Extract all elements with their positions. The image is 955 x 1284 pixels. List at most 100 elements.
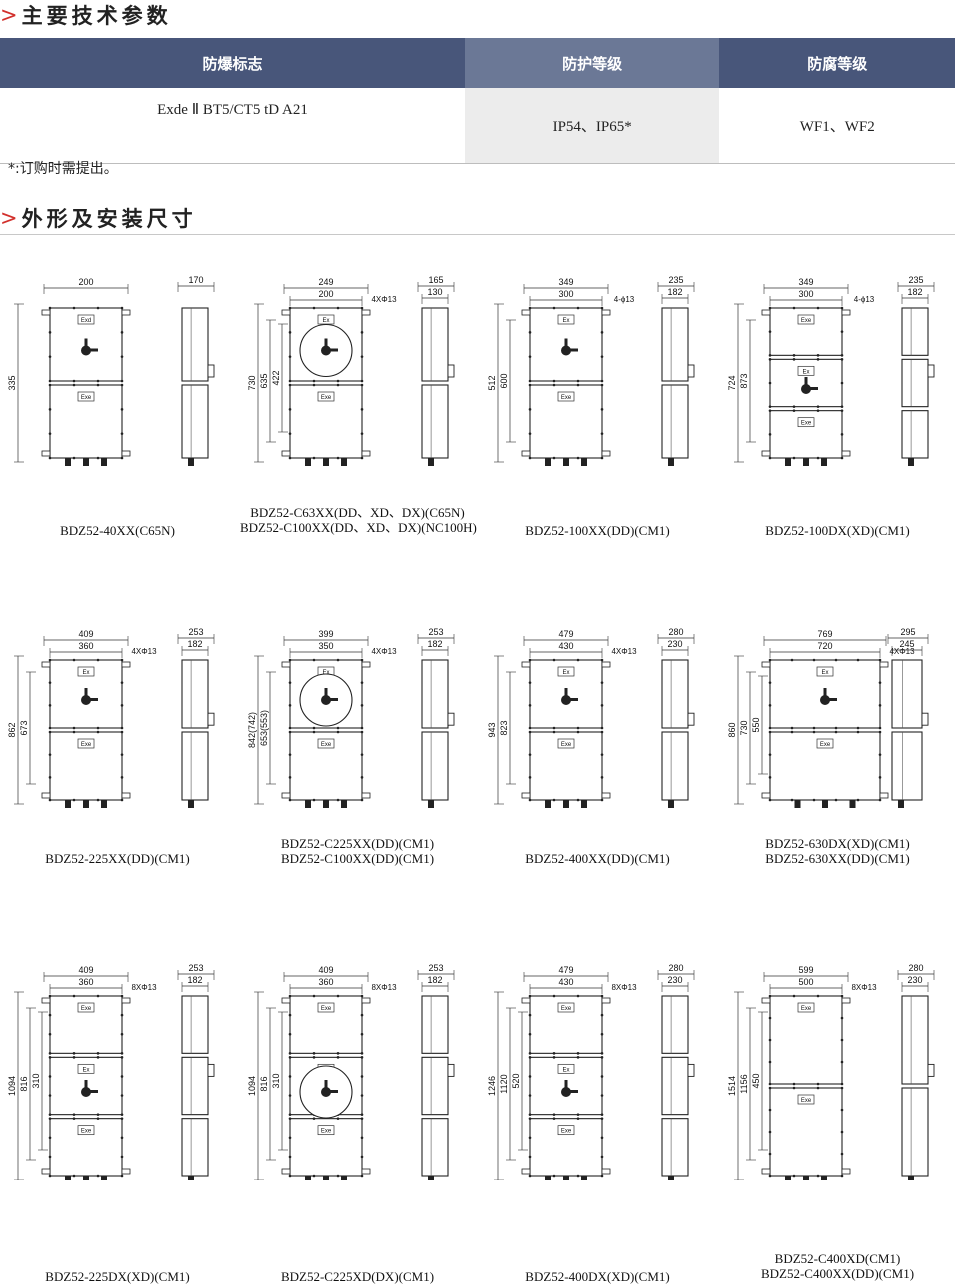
drawing-caption: BDZ52-225XX(DD)(CM1) xyxy=(45,851,190,866)
dimension-label: 230 xyxy=(667,639,682,649)
bolt-icon xyxy=(840,354,844,357)
mounting-hole-label: 4-ϕ13 xyxy=(854,295,875,304)
side-view-section xyxy=(661,995,689,1054)
mounting-foot xyxy=(601,450,611,457)
dimension-label: 310 xyxy=(31,1073,41,1088)
switch-lever xyxy=(88,698,98,701)
bolt-icon xyxy=(72,306,76,310)
bolt-icon xyxy=(120,1013,124,1017)
bolt-icon xyxy=(120,1174,124,1178)
bolt-icon xyxy=(360,1013,364,1017)
nameplate xyxy=(797,314,815,325)
order-note: *:订购时需提出。 xyxy=(8,161,118,177)
bolt-icon xyxy=(336,726,340,730)
bolt-icon xyxy=(878,681,882,684)
nameplate xyxy=(77,314,95,325)
switch-lever xyxy=(328,348,338,352)
bolt-icon xyxy=(552,306,556,310)
side-view-section xyxy=(181,731,209,801)
bolt-icon xyxy=(528,1013,532,1017)
bolt-icon xyxy=(48,306,52,310)
dimension-label: 720 xyxy=(817,641,832,651)
mounting-foot xyxy=(121,997,131,1004)
cell-anticorrosion-grade: WF1、WF2 xyxy=(719,88,955,164)
bolt-icon xyxy=(552,379,556,383)
bolt-icon xyxy=(834,730,838,734)
bolt-icon xyxy=(96,379,100,383)
cable-gland-icon xyxy=(794,800,801,808)
dimension-label: 823 xyxy=(499,720,509,735)
switch-lever xyxy=(324,688,328,698)
cable-gland-icon xyxy=(849,800,856,808)
bolt-icon xyxy=(878,730,882,734)
nameplate xyxy=(77,391,95,402)
mounting-hole-label: 4XΦ13 xyxy=(611,647,637,656)
handle-icon xyxy=(927,1063,935,1077)
bolt-icon xyxy=(336,1174,340,1178)
bolt-icon xyxy=(312,658,316,662)
bolt-icon xyxy=(312,798,316,802)
mounting-foot xyxy=(41,661,51,668)
mounting-foot xyxy=(41,309,51,316)
cable-gland-icon xyxy=(821,458,827,466)
bolt-icon xyxy=(528,994,532,998)
bolt-icon xyxy=(360,306,364,310)
dimension-label: 512 xyxy=(487,375,497,390)
mounting-foot xyxy=(361,1168,371,1175)
table-header-row: 防爆标志 防护等级 防腐等级 xyxy=(0,38,955,88)
nameplate xyxy=(557,1002,575,1013)
mounting-foot xyxy=(841,450,851,457)
header-protection-grade: 防护等级 xyxy=(464,38,720,88)
cable-gland-icon xyxy=(668,800,674,808)
cable-gland-icon xyxy=(668,1176,674,1180)
switch-lever xyxy=(568,1090,578,1093)
bolt-icon xyxy=(120,1094,124,1097)
drawing-caption: BDZ52-C63XX(DD、XD、DX)(C65N) xyxy=(250,505,465,520)
nameplate-label: Exe xyxy=(561,395,572,401)
nameplate xyxy=(797,1002,815,1013)
cable-gland-icon xyxy=(545,800,551,808)
bolt-icon xyxy=(600,1136,604,1140)
mounting-foot xyxy=(281,1168,291,1175)
bolt-icon xyxy=(288,753,292,756)
bolt-icon xyxy=(120,306,124,310)
bolt-icon xyxy=(576,798,580,802)
dimension-label: 360 xyxy=(78,977,93,987)
bolt-icon xyxy=(48,1032,52,1036)
bolt-icon xyxy=(600,1155,604,1159)
dimension-label: 430 xyxy=(558,641,573,651)
bolt-icon xyxy=(48,432,52,435)
bolt-icon xyxy=(360,1075,364,1078)
bolt-icon xyxy=(360,456,364,460)
mounting-foot xyxy=(521,661,531,668)
dimension-label: 182 xyxy=(187,975,202,985)
bolt-icon xyxy=(768,1108,772,1112)
dimension-label: 520 xyxy=(511,1073,521,1088)
bolt-icon xyxy=(48,383,52,387)
nameplate-label: Exe xyxy=(81,1006,92,1012)
bolt-icon xyxy=(528,726,532,730)
dimension-label: 1514 xyxy=(727,1076,737,1096)
mounting-foot xyxy=(521,1168,531,1175)
bolt-icon xyxy=(120,355,124,358)
cable-gland-icon xyxy=(323,1176,329,1180)
bolt-icon xyxy=(48,704,52,707)
bolt-icon xyxy=(840,433,844,436)
mounting-foot xyxy=(601,997,611,1004)
bolt-icon xyxy=(600,1094,604,1097)
bolt-icon xyxy=(48,456,52,460)
bolt-icon xyxy=(840,306,844,310)
bolt-icon xyxy=(48,1174,52,1178)
cable-gland-icon xyxy=(785,458,791,466)
bolt-icon xyxy=(288,1052,292,1055)
dimension-label: 360 xyxy=(318,977,333,987)
nameplate-label: Exe xyxy=(321,1006,332,1012)
mounting-foot xyxy=(521,997,531,1004)
mounting-foot xyxy=(879,792,889,799)
